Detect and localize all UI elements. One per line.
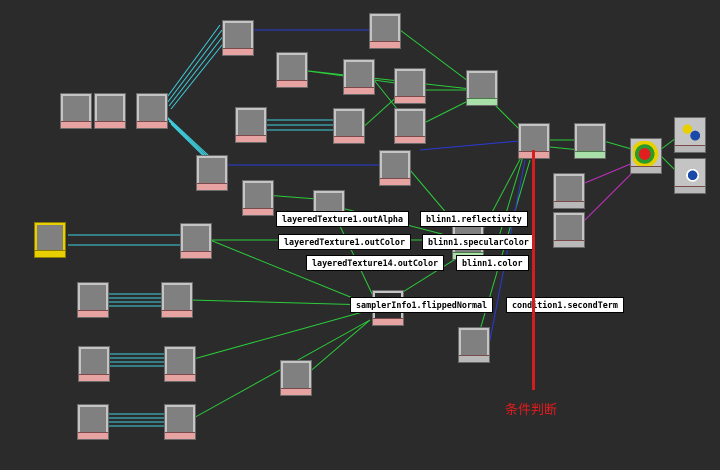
place3d-node[interactable] [458,327,490,363]
connection-label: layeredTexture1.outColor [278,234,412,250]
wire [166,29,223,104]
sampler-node[interactable] [280,360,312,396]
layered-texture-icon [63,96,89,122]
noise-texture-node[interactable] [333,108,365,144]
connection-label: blinn1.color [456,255,529,271]
layered-texture-icon [238,110,264,136]
condition-icon [521,126,547,152]
layered-texture-node[interactable] [60,93,92,129]
place-texture-icon [556,215,582,241]
place-texture-icon [556,176,582,202]
marble-texture-swatch [183,226,209,252]
layered-texture-node[interactable] [235,107,267,143]
wire [419,139,531,151]
annotation-text: 条件判断 [505,403,558,418]
checker-texture-node[interactable] [379,150,411,186]
layered-texture-icon [245,183,271,209]
checker-texture-node[interactable] [369,13,401,49]
render-node[interactable] [674,158,706,194]
marble-texture-node[interactable] [180,223,212,259]
checker-texture-icon [372,16,398,42]
layered-texture-node[interactable] [242,180,274,216]
connection-label: blinn1.reflectivity [420,211,528,227]
file-texture-swatch [97,96,123,122]
layered-texture-icon [139,96,165,122]
herringbone-texture-swatch [167,407,193,433]
wire [170,39,227,110]
layered-texture-icon [346,62,372,88]
blinn-material-node[interactable] [466,70,498,106]
dark-wood-texture-node[interactable] [196,155,228,191]
layered-texture-icon [279,55,305,81]
render-node[interactable] [674,117,706,153]
layered-texture-node[interactable] [136,93,168,129]
wire [209,239,371,306]
wire [579,164,641,226]
noise-texture-swatch [336,111,362,137]
layered-texture-icon [81,349,107,375]
shading-group-icon [633,141,659,167]
shading-group-node[interactable] [630,138,662,174]
layered-texture-node[interactable] [77,404,109,440]
material-sphere-swatch [469,73,495,99]
wire [299,69,481,91]
connection-label: samplerInfo1.flippedNormal [350,297,494,313]
blinn-material-node[interactable] [574,123,606,159]
annotation-arrow-line [532,150,535,390]
wire [164,24,221,101]
connection-label: layeredTexture14.outColor [306,255,445,271]
wire [189,299,371,306]
wood-texture-swatch [397,71,423,97]
layered-texture-node[interactable] [77,282,109,318]
layered-texture-icon [80,407,106,433]
checker-texture-icon [382,153,408,179]
material-sphere-swatch [577,126,603,152]
wood-texture-node[interactable] [394,68,426,104]
layered-texture-node-selected[interactable] [34,222,66,258]
sampler-icon [283,363,309,389]
render-layers-icon [677,161,703,187]
wire [489,159,526,341]
fabric-texture-node[interactable] [164,346,196,382]
wood-texture-swatch [225,23,251,49]
fabric-texture-swatch [167,349,193,375]
wire [168,34,225,107]
herringbone-texture-node[interactable] [164,404,196,440]
wood-texture-node[interactable] [394,108,426,144]
layered-texture-icon [37,225,63,251]
connection-label: condition1.secondTerm [506,297,624,313]
wire [494,149,526,251]
wire [189,309,371,361]
dark-wood-texture-swatch [199,158,225,184]
layered-texture-node[interactable] [276,52,308,88]
connection-label: layeredTexture1.outAlpha [276,211,410,227]
layered-texture-node[interactable] [343,59,375,95]
layered-texture-node[interactable] [78,346,110,382]
connection-label: blinn1.specularColor [422,234,535,250]
layered-texture-icon [80,285,106,311]
render-balls-icon [677,120,703,146]
wood-texture-node[interactable] [222,20,254,56]
place2d-node[interactable] [553,173,585,209]
place3d-icon [461,330,487,356]
file-texture-swatch [164,285,190,311]
place2d-node[interactable] [553,212,585,248]
file-texture-node[interactable] [161,282,193,318]
wood-texture-swatch [397,111,423,137]
file-texture-node[interactable] [94,93,126,129]
